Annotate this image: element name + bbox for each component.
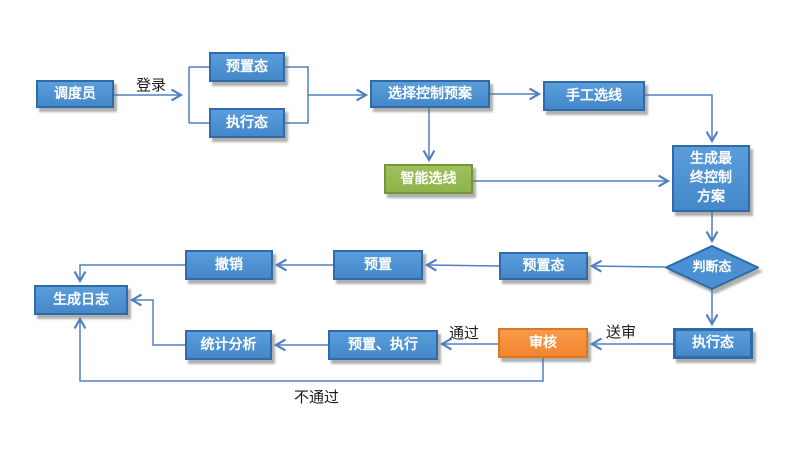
edge-stat-genlog xyxy=(129,293,185,346)
edge-revoke-genlog xyxy=(73,264,185,284)
exec-state-bottom-node: 执行态 xyxy=(673,328,753,359)
edge-split-bracket-left xyxy=(188,66,209,124)
login-label: 登录 xyxy=(136,76,167,94)
preset-node: 预置 xyxy=(333,250,423,280)
judge-state-label: 判断态 xyxy=(692,259,732,275)
edge-split-bracket-right xyxy=(285,66,309,124)
preset-state-top-node: 预置态 xyxy=(209,52,285,82)
edge-judge-presetstate xyxy=(589,259,666,273)
revoke-node: 撤销 xyxy=(185,250,273,280)
fail-label: 不通过 xyxy=(294,388,340,406)
manual-line-select-node: 手工选线 xyxy=(543,81,645,111)
generate-final-plan-node: 生成最终控制方案 xyxy=(672,145,750,212)
preset-exec-node: 预置、执行 xyxy=(328,330,438,360)
review-node: 审核 xyxy=(498,328,588,358)
judge-state-node: 判断态 xyxy=(665,245,759,290)
select-control-plan-node: 选择控制预案 xyxy=(370,80,490,108)
smart-line-select-node: 智能选线 xyxy=(384,164,473,194)
pass-label: 通过 xyxy=(449,324,480,342)
dispatcher-node: 调度员 xyxy=(36,80,114,108)
edge-presetstate-preset xyxy=(424,258,500,272)
stat-analysis-node: 统计分析 xyxy=(185,330,272,360)
submit-label: 送审 xyxy=(606,323,637,341)
preset-state-mid-node: 预置态 xyxy=(499,252,588,280)
exec-state-top-node: 执行态 xyxy=(209,108,285,138)
generate-log-node: 生成日志 xyxy=(34,285,128,315)
edge-manual-finalplan xyxy=(645,94,719,144)
edge-review-genlog-fail xyxy=(73,316,544,382)
